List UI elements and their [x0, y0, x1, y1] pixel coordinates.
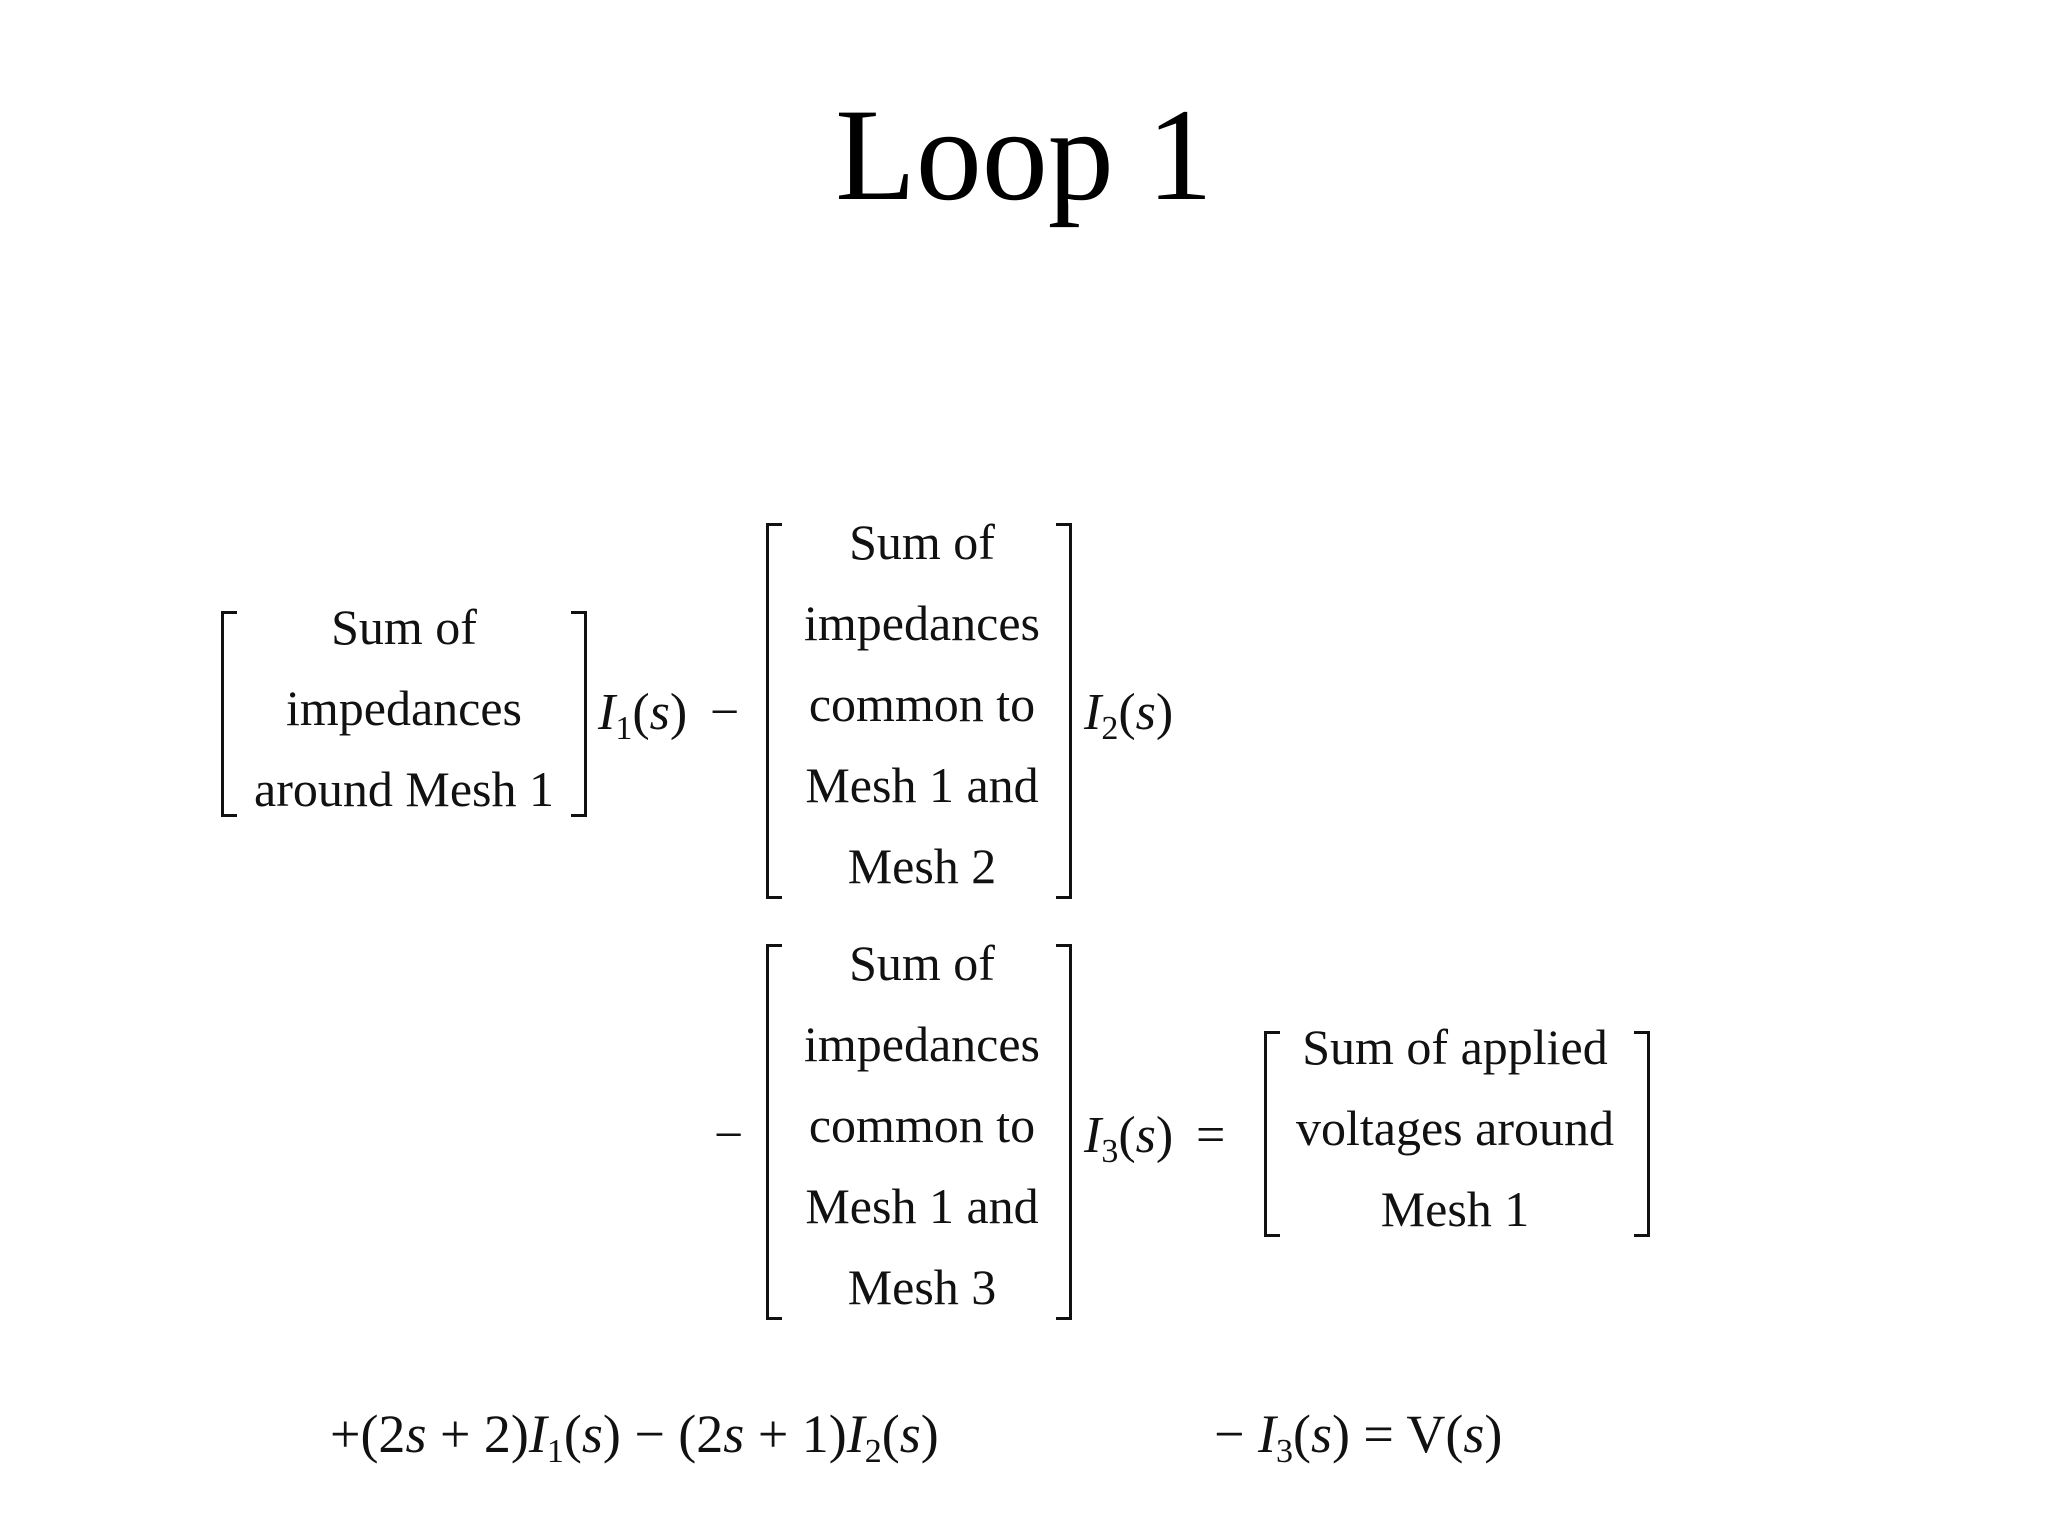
term1-left-bracket	[221, 611, 237, 817]
term3-line: common to	[808, 1097, 1036, 1153]
rhs-line: Mesh 1	[1380, 1181, 1530, 1237]
minus-sign-2: −	[714, 1107, 744, 1164]
rhs-line: Sum of applied	[1302, 1019, 1608, 1075]
term3-block: Sum of impedances common to Mesh 1 and M…	[782, 923, 1062, 1328]
term2-line: Mesh 2	[847, 838, 997, 894]
bottom-equation-left: +(2s + 2)I1(s) − (2s + 1)I2(s)	[330, 1404, 939, 1470]
rhs-block: Sum of applied voltages around Mesh 1	[1280, 1007, 1630, 1250]
term2-block: Sum of impedances common to Mesh 1 and M…	[782, 502, 1062, 907]
term1-current: I1(s)	[598, 684, 688, 747]
term1-block: Sum of impedances around Mesh 1	[239, 587, 569, 830]
term3-line: impedances	[803, 1016, 1040, 1072]
term1-right-bracket	[571, 611, 587, 817]
term2-right-bracket	[1056, 523, 1072, 899]
bottom-equation-right: − I3(s) = V(s)	[1214, 1404, 1503, 1470]
rhs-right-bracket	[1634, 1031, 1650, 1237]
term2-line: impedances	[803, 595, 1040, 651]
rhs-left-bracket	[1264, 1031, 1280, 1237]
term3-line: Mesh 1 and	[805, 1178, 1039, 1234]
term2-current: I2(s)	[1084, 684, 1174, 747]
term3-current: I3(s)	[1084, 1107, 1174, 1170]
rhs-line: voltages around	[1296, 1100, 1614, 1156]
term3-left-bracket	[766, 944, 782, 1320]
term2-line: Sum of	[849, 514, 995, 570]
slide-title: Loop 1	[835, 81, 1213, 228]
term1-line: Sum of	[331, 599, 477, 655]
term2-line: common to	[808, 676, 1036, 732]
term3-right-bracket	[1056, 944, 1072, 1320]
equals-sign: =	[1196, 1107, 1226, 1164]
term1-line: impedances	[285, 680, 522, 736]
minus-sign-1: −	[710, 684, 740, 741]
term2-left-bracket	[766, 523, 782, 899]
term3-line: Mesh 3	[847, 1259, 997, 1315]
term2-line: Mesh 1 and	[805, 757, 1039, 813]
term3-line: Sum of	[849, 935, 995, 991]
term1-line: around Mesh 1	[254, 761, 554, 817]
